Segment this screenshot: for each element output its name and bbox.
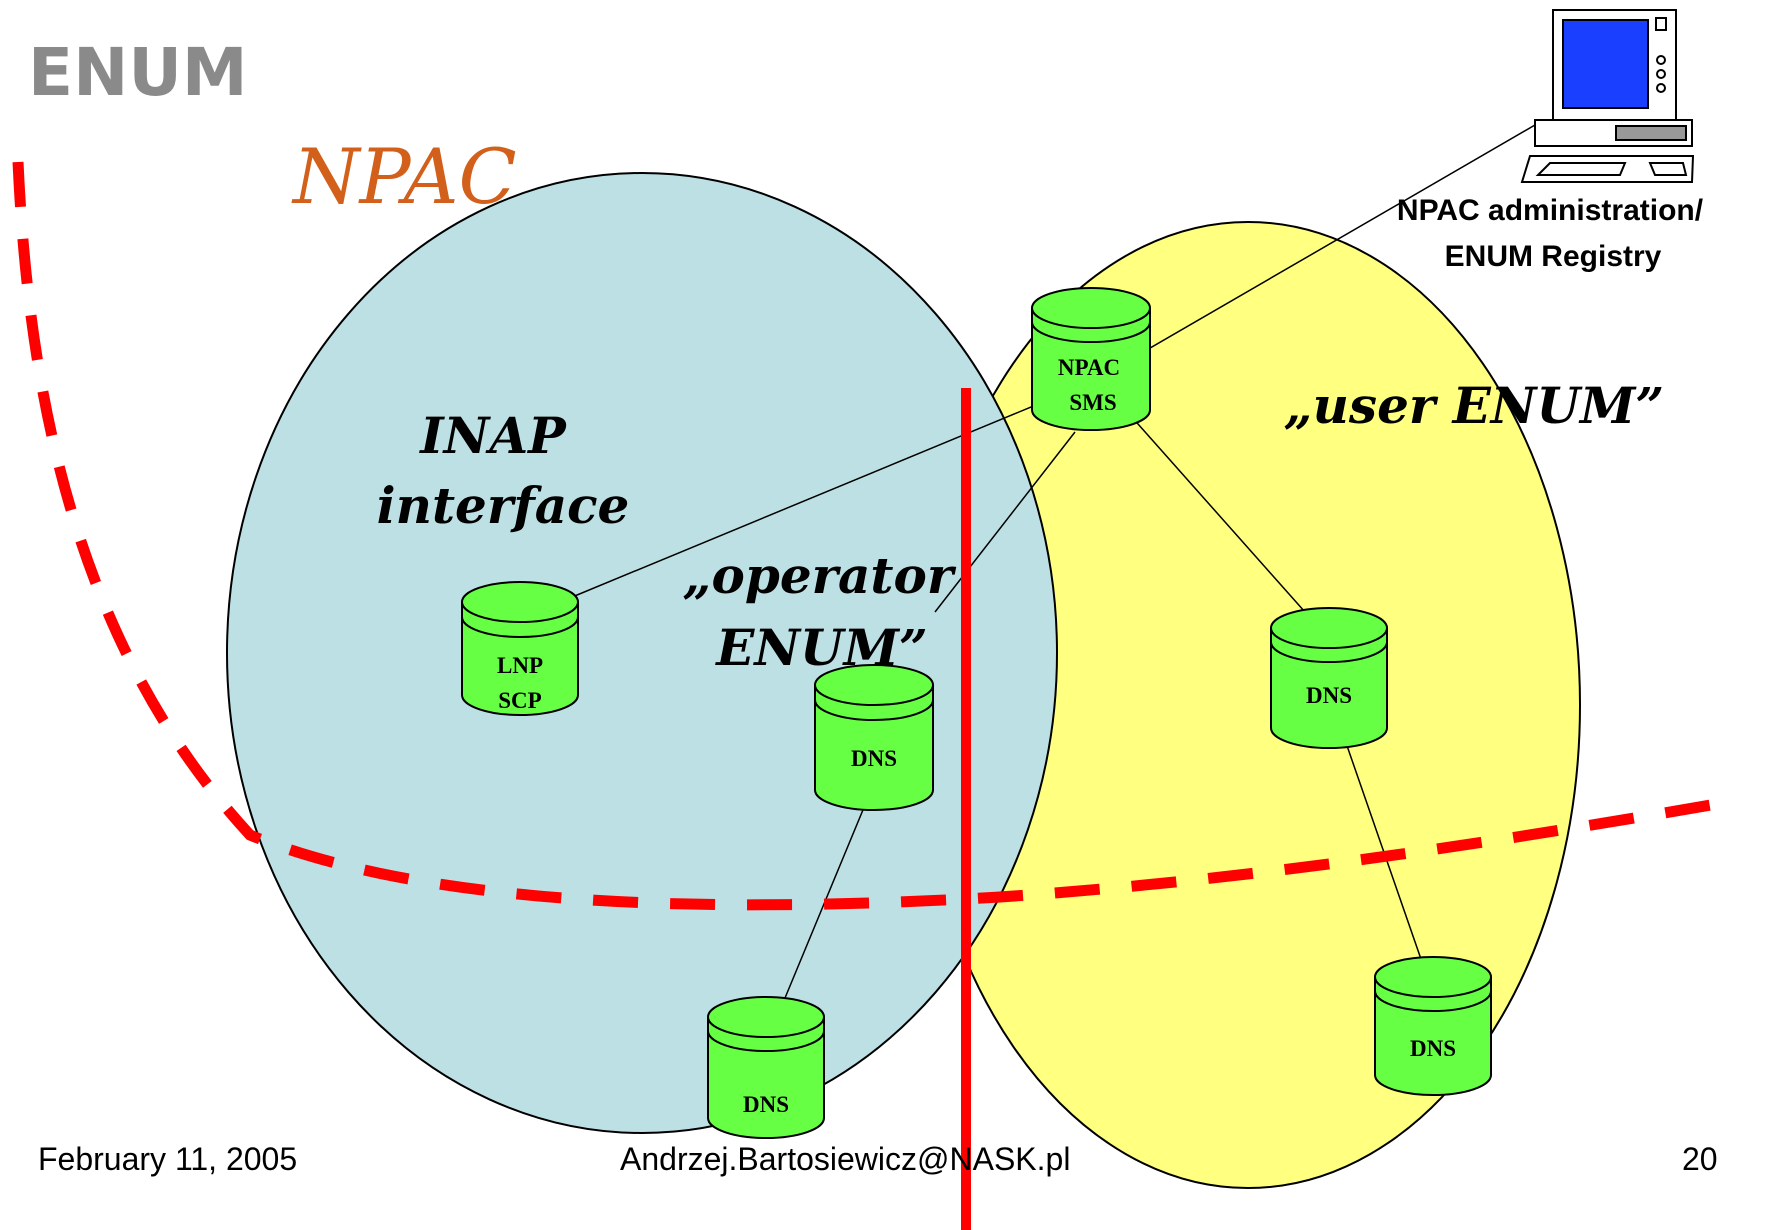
database-dns-user-bottom: DNS (1374, 956, 1492, 1096)
npac-heading: NPAC (291, 132, 517, 221)
dns-operator-bottom-label: DNS (743, 1092, 789, 1117)
footer-page-number: 20 (1682, 1141, 1718, 1177)
computer-icon (1520, 9, 1695, 183)
operator-enum-line1: „operator (683, 546, 957, 605)
dns-user-label: DNS (1306, 683, 1352, 708)
database-dns-user: DNS (1270, 607, 1388, 749)
lnp-scp-label-line2: SCP (498, 688, 541, 713)
line-sms-to-admin (1137, 124, 1536, 356)
line-sms-to-dns-operator (934, 431, 1076, 613)
database-npac-sms: NPAC SMS (1031, 287, 1151, 431)
user-enum-label: „user ENUM” (1284, 376, 1664, 435)
admin-label-line2: ENUM Registry (1445, 240, 1662, 273)
dns-user-bottom-label: DNS (1410, 1036, 1456, 1061)
admin-label-line1: NPAC administration/ (1397, 194, 1704, 227)
lnp-scp-label-line1: LNP (497, 653, 543, 678)
npac-sms-label-line2: SMS (1069, 390, 1116, 415)
database-lnp-scp: LNP SCP (461, 581, 579, 716)
line-sms-to-dns-user (1129, 414, 1306, 613)
inap-label-line2: interface (377, 476, 630, 535)
dns-operator-label: DNS (851, 746, 897, 771)
npac-sms-label-line1: NPAC (1058, 355, 1120, 380)
inap-label-line1: INAP (418, 406, 567, 465)
database-dns-operator: DNS (814, 664, 934, 811)
footer-date: February 11, 2005 (38, 1141, 297, 1177)
database-dns-operator-bottom: DNS (707, 996, 825, 1139)
operator-region (226, 172, 1058, 1134)
line-dns-user-to-bottom (1344, 739, 1423, 963)
slide-title: ENUM (28, 34, 248, 111)
footer-email: Andrzej.Bartosiewicz@NASK.pl (620, 1141, 1070, 1177)
dashed-boundary (12, 161, 1741, 911)
